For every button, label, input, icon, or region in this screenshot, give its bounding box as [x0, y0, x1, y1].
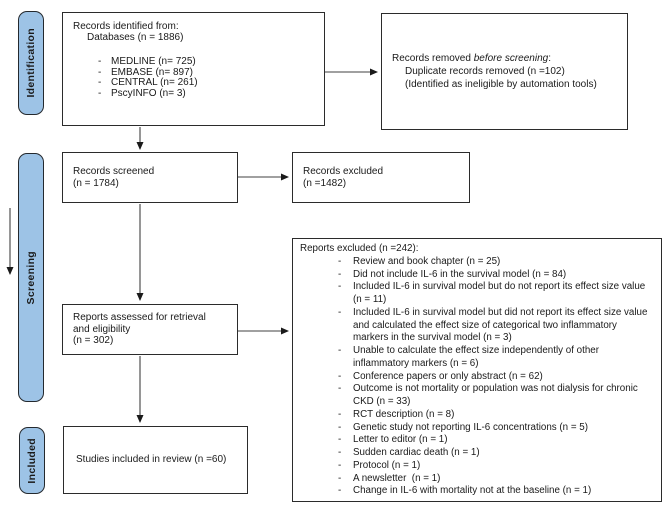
- dash-bullet: -: [338, 421, 342, 433]
- box-records-removed: Records removed before screening: Duplic…: [381, 13, 628, 130]
- exclusion-reason: -Genetic study not reporting IL-6 concen…: [300, 422, 655, 435]
- records-screened-count: (n = 1784): [73, 177, 119, 189]
- exclusion-reason-text: Outcome is not mortality or population w…: [353, 383, 641, 407]
- exclusion-reason-text: Change in IL-6 with mortality not at the…: [353, 485, 592, 497]
- exclusion-reason: -Letter to editor (n = 1): [300, 434, 655, 447]
- dash-bullet: -: [338, 370, 342, 382]
- dash-bullet: -: [338, 255, 342, 267]
- exclusion-reason-text: Included IL-6 in survival model but do n…: [353, 281, 648, 305]
- box-records-screened: Records screened (n = 1784): [62, 152, 238, 203]
- stage-screening-label: Screening: [25, 250, 37, 305]
- database-item: - CENTRAL (n= 261): [73, 78, 314, 89]
- box-records-identified: Records identified from: Databases (n = …: [62, 12, 325, 126]
- exclusion-reason: -Sudden cardiac death (n = 1): [300, 447, 655, 460]
- dash-bullet: -: [98, 66, 102, 78]
- database-item: - MEDLINE (n= 725): [73, 57, 314, 68]
- reports-assessed-line1: Reports assessed for retrieval: [73, 312, 206, 324]
- dash-bullet: -: [338, 459, 342, 471]
- database-central: CENTRAL (n= 261): [111, 77, 198, 89]
- automation-note: (Identified as ineligible by automation …: [405, 79, 597, 90]
- dash-bullet: -: [338, 408, 342, 420]
- dash-bullet: -: [338, 447, 342, 458]
- dash-bullet: -: [338, 268, 342, 280]
- dash-bullet: -: [338, 383, 342, 395]
- exclusion-reason-text: A newsletter (n = 1): [353, 472, 441, 484]
- records-removed-prefix: Records removed: [392, 53, 474, 64]
- box-reports-excluded-reasons: Reports excluded (n =242): -Review and b…: [292, 238, 662, 502]
- stage-included: Included: [19, 427, 45, 494]
- box-records-excluded: Records excluded (n =1482): [292, 152, 470, 203]
- records-removed-italic: before screening: [473, 53, 549, 64]
- exclusion-reason-text: Review and book chapter (n = 25): [353, 255, 501, 267]
- records-removed-suffix: :: [548, 53, 551, 64]
- exclusion-reason: -RCT description (n = 8): [300, 409, 655, 422]
- database-pscyinfo: PscyINFO (n= 3): [111, 87, 186, 99]
- stage-screening: Screening: [18, 153, 44, 402]
- records-identified-title: Records identified from:: [73, 21, 179, 32]
- exclusion-reason: -Protocol (n = 1): [300, 460, 655, 473]
- records-screened-line1: Records screened: [73, 166, 155, 177]
- exclusion-reason-text: Unable to calculate the effect size inde…: [353, 345, 602, 369]
- studies-included-line: Studies included in review (n =60): [76, 454, 227, 466]
- exclusion-reason: -Conference papers or only abstract (n =…: [300, 371, 655, 384]
- exclusion-reason: -Change in IL-6 with mortality not at th…: [300, 485, 655, 498]
- exclusion-reason: -Unable to calculate the effect size ind…: [300, 345, 655, 371]
- records-removed-title: Records removed before screening:: [392, 52, 619, 65]
- exclusion-reason-text: Protocol (n = 1): [353, 459, 421, 471]
- exclusion-reason-text: Included IL-6 in survival model but did …: [353, 306, 651, 344]
- dash-bullet: -: [98, 77, 102, 89]
- stage-identification-label: Identification: [25, 28, 37, 98]
- exclusion-reason-text: Did not include IL-6 in the survival mod…: [353, 268, 567, 280]
- dash-bullet: -: [338, 472, 342, 484]
- records-excluded-line1: Records excluded: [303, 166, 384, 177]
- exclusion-reason-text: Sudden cardiac death (n = 1): [353, 447, 480, 458]
- database-embase: EMBASE (n= 897): [111, 66, 193, 78]
- dash-bullet: -: [338, 485, 342, 497]
- stage-identification: Identification: [18, 11, 44, 115]
- dash-bullet: -: [338, 434, 342, 446]
- dash-bullet: -: [338, 281, 342, 293]
- dash-bullet: -: [338, 345, 342, 356]
- reports-excluded-title: Reports excluded (n =242):: [300, 243, 419, 254]
- records-identified-databases: Databases (n = 1886): [87, 31, 184, 43]
- exclusion-reason-text: Conference papers or only abstract (n = …: [353, 370, 543, 382]
- reports-assessed-line2: and eligibility: [73, 323, 131, 335]
- stage-included-label: Included: [26, 437, 38, 484]
- duplicates-removed: Duplicate records removed (n =102): [405, 66, 565, 77]
- exclusion-reason: -Included IL-6 in survival model but did…: [300, 307, 655, 345]
- exclusion-reason: -Did not include IL-6 in the survival mo…: [300, 269, 655, 282]
- database-item: - EMBASE (n= 897): [73, 66, 314, 79]
- database-item: - PscyINFO (n= 3): [73, 87, 314, 100]
- exclusion-reason: -Outcome is not mortality or population …: [300, 383, 655, 409]
- exclusion-reason: -Included IL-6 in survival model but do …: [300, 281, 655, 307]
- exclusion-reason-text: RCT description (n = 8): [353, 408, 455, 420]
- exclusion-reason: -Review and book chapter (n = 25): [300, 256, 655, 269]
- dash-bullet: -: [338, 306, 342, 318]
- dash-bullet: -: [98, 87, 102, 99]
- box-studies-included: Studies included in review (n =60): [63, 426, 248, 494]
- exclusion-reason-text: Letter to editor (n = 1): [353, 434, 448, 446]
- database-medline: MEDLINE (n= 725): [111, 56, 196, 68]
- box-reports-assessed: Reports assessed for retrieval and eligi…: [62, 304, 238, 355]
- records-excluded-count: (n =1482): [303, 177, 347, 189]
- dash-bullet: -: [98, 56, 102, 68]
- exclusion-reason-text: Genetic study not reporting IL-6 concent…: [353, 421, 588, 433]
- exclusion-reason: -A newsletter (n = 1): [300, 473, 655, 486]
- reports-assessed-count: (n = 302): [73, 335, 114, 347]
